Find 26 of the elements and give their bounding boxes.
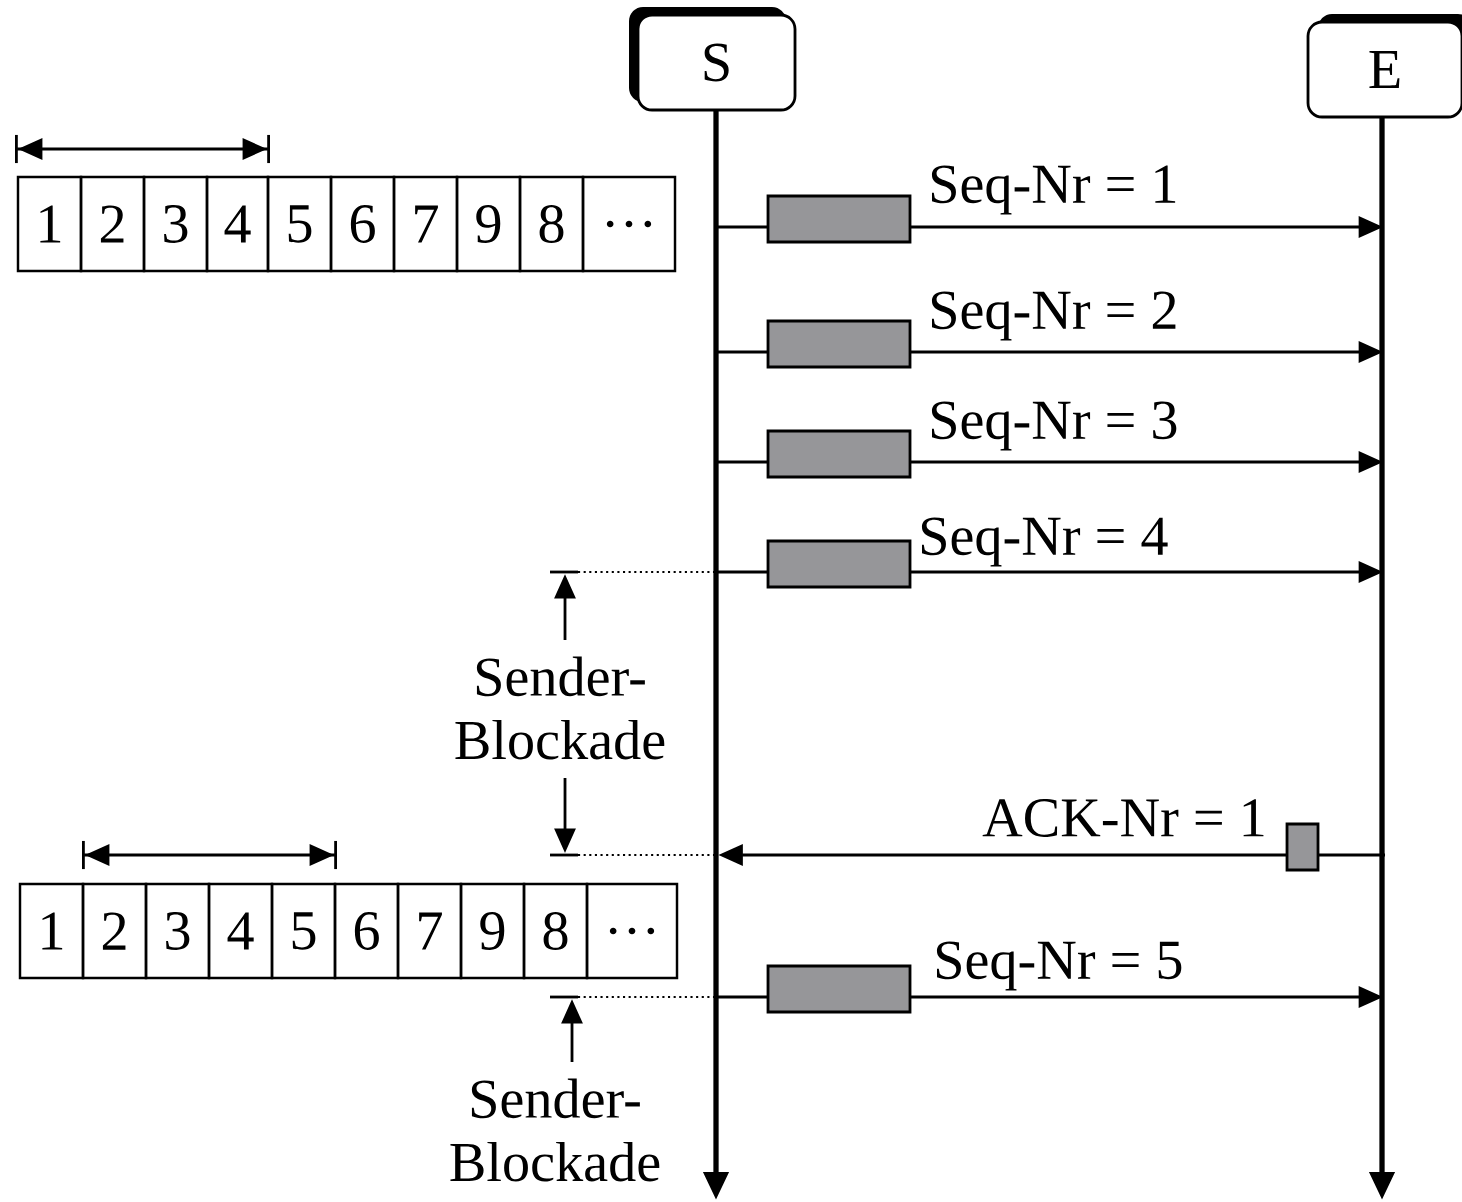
table-cell: 5 xyxy=(266,175,333,273)
table-cell: 3 xyxy=(142,175,209,273)
table-cell: 4 xyxy=(207,882,274,980)
table-cell: … xyxy=(581,175,677,273)
table-cell: 1 xyxy=(16,175,83,273)
edge-label: Seq-Nr = 3 xyxy=(931,401,1177,451)
table-cell: 2 xyxy=(81,882,148,980)
edge-label: Seq-Nr = 1 xyxy=(931,165,1176,215)
edge-label: ACK-Nr = 1 xyxy=(982,799,1264,837)
table-cell: 9 xyxy=(455,175,522,273)
table-cell: 3 xyxy=(144,882,211,980)
table-cell: 4 xyxy=(205,175,270,273)
edge-label: Seq-Nr = 2 xyxy=(931,291,1176,341)
table-cell: 8 xyxy=(518,175,585,273)
table-cell: 5 xyxy=(270,882,337,980)
table-cell: 8 xyxy=(522,882,589,980)
table-cell: 6 xyxy=(333,882,400,980)
table-cell: 7 xyxy=(396,882,463,980)
table-cell: … xyxy=(585,882,679,980)
edge-label: Seq-Nr = 4 xyxy=(921,517,1168,567)
table-cell: 1 xyxy=(18,882,85,980)
edge-label: Seq-Nr = 5 xyxy=(936,941,1182,991)
table-cell: 9 xyxy=(459,882,526,980)
table-cell: 2 xyxy=(79,175,146,273)
table-cell: 6 xyxy=(329,175,396,273)
table-cell: 7 xyxy=(392,175,459,273)
